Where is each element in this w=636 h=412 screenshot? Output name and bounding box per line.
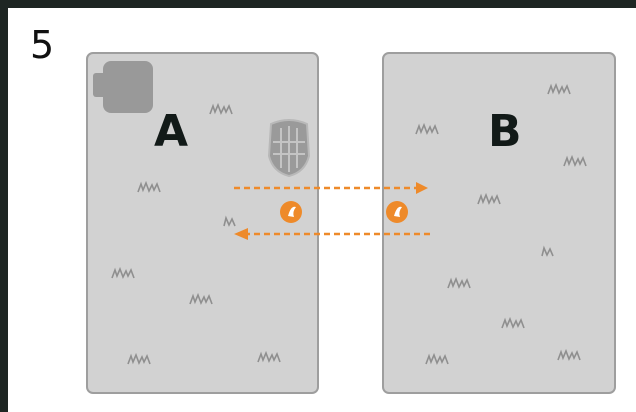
grass-tuft-icon	[257, 350, 281, 363]
grass-tuft-icon	[557, 348, 581, 361]
panel-b-label: B	[488, 106, 522, 157]
grass-tuft-icon	[209, 102, 233, 115]
grass-tuft-icon	[501, 316, 525, 329]
grass-tuft-icon	[425, 352, 449, 365]
grass-tuft-icon	[127, 352, 151, 365]
arrow-a-to-b	[234, 182, 428, 194]
grass-tuft-icon	[223, 215, 236, 227]
arrow-b-to-a	[234, 228, 430, 240]
grass-tuft-icon	[447, 276, 471, 289]
grass-tuft-icon	[541, 245, 554, 257]
orange-disc-icon	[386, 201, 408, 223]
grass-tuft-icon	[137, 180, 161, 193]
shield-object-icon	[267, 119, 311, 178]
grass-tuft-icon	[563, 154, 587, 167]
grass-tuft-icon	[189, 292, 213, 305]
panel-a-label: A	[154, 106, 189, 157]
rounded-square-icon	[93, 61, 153, 113]
grass-tuft-icon	[477, 192, 501, 205]
grass-tuft-icon	[415, 122, 439, 135]
panel-a: A	[86, 52, 319, 394]
grass-tuft-icon	[547, 82, 571, 95]
grass-tuft-icon	[111, 266, 135, 279]
step-number: 5	[30, 23, 55, 67]
orange-disc-icon	[280, 201, 302, 223]
panel-b: B	[382, 52, 616, 394]
